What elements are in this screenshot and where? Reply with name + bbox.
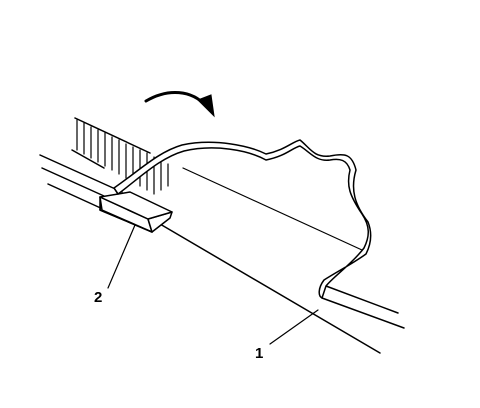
callout-1: 1 — [255, 309, 319, 362]
callout-label-1: 1 — [255, 345, 263, 362]
weatherstrip-seal — [113, 139, 372, 299]
curved-arrow-icon — [144, 90, 215, 118]
channel-rail — [39, 154, 405, 354]
retainer-clip — [99, 191, 173, 233]
guide-line — [182, 167, 363, 251]
callout-2: 2 — [94, 224, 136, 306]
callout-label-2: 2 — [94, 289, 102, 306]
comb-strip — [71, 117, 169, 195]
